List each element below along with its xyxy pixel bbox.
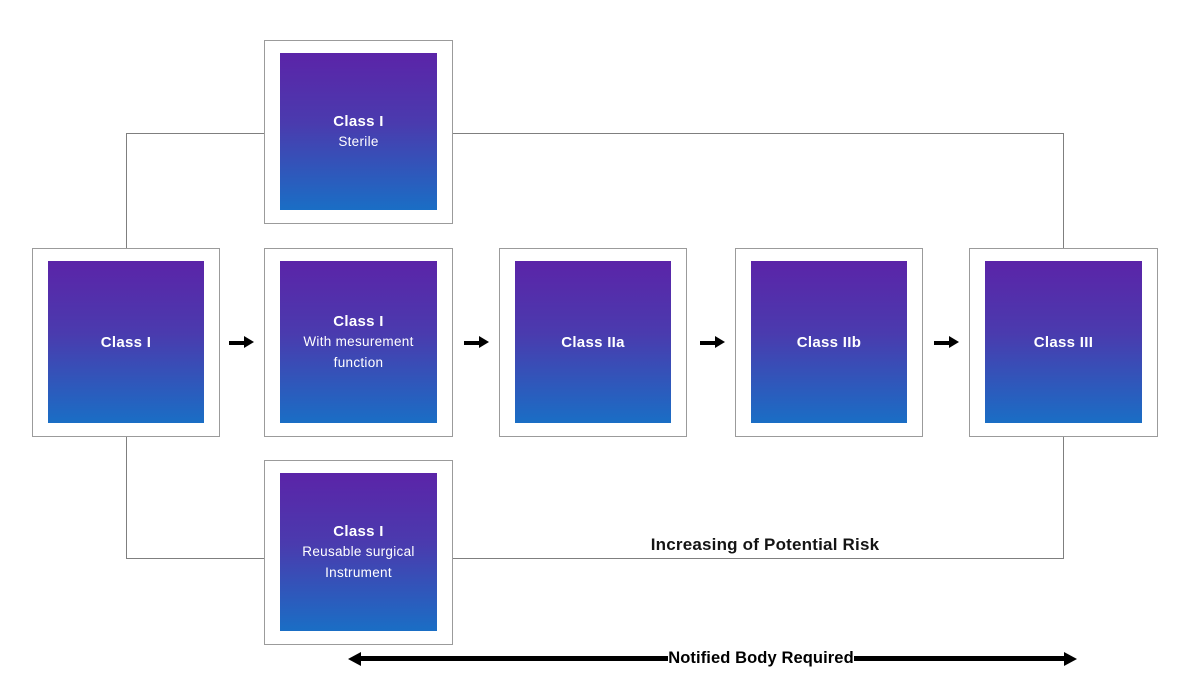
box-class1-sterile-fill: Class I Sterile: [280, 53, 437, 210]
left-arrow-head-icon: [348, 651, 361, 666]
connector-top-vertical-left: [126, 133, 127, 249]
box-subtitle: Sterile: [338, 133, 379, 149]
arrow-shaft: [229, 341, 245, 345]
notified-body-label: Notified Body Required: [668, 649, 854, 667]
box-class3: Class III: [969, 248, 1158, 437]
right-arrow-icon: [934, 336, 959, 349]
box-title: Class IIb: [796, 333, 862, 351]
box-class1-reusable: Class I Reusable surgical Instrument: [264, 460, 453, 645]
box-title: Class I: [333, 313, 384, 331]
box-class1-measurement: Class I With mesurement function: [264, 248, 453, 437]
arrow-head: [244, 336, 254, 348]
box-class1-sterile: Class I Sterile: [264, 40, 453, 224]
box-class2b-fill: Class IIb: [751, 261, 907, 423]
right-arrow-icon: [229, 336, 254, 349]
arrow-head: [479, 336, 489, 348]
box-class2b: Class IIb: [735, 248, 923, 437]
box-class3-fill: Class III: [985, 261, 1142, 423]
connector-bottom-vertical-right: [1063, 436, 1064, 559]
box-title: Class I: [333, 523, 384, 541]
box-class1: Class I: [32, 248, 220, 437]
right-arrow-icon: [700, 336, 725, 349]
arrow-bar-right: [854, 656, 1064, 661]
right-arrow-head-icon: [1064, 651, 1077, 666]
box-class1-reusable-fill: Class I Reusable surgical Instrument: [280, 473, 437, 631]
connector-top-vertical-right: [1063, 133, 1064, 249]
risk-label: Increasing of Potential Risk: [650, 535, 880, 554]
arrow-shaft: [934, 341, 950, 345]
right-arrow-icon: [464, 336, 489, 349]
box-subtitle: Reusable surgical Instrument: [302, 544, 415, 580]
box-title: Class I: [100, 333, 152, 351]
notified-body-span-arrow: Notified Body Required: [348, 648, 1077, 669]
connector-bottom-horizontal: [126, 558, 1064, 559]
arrow-head: [715, 336, 725, 348]
box-class2a: Class IIa: [499, 248, 687, 437]
box-title: Class IIa: [561, 333, 625, 351]
box-title: Class III: [1033, 333, 1094, 351]
box-class2a-fill: Class IIa: [515, 261, 671, 423]
box-subtitle: With mesurement function: [303, 334, 414, 370]
box-title: Class I: [333, 112, 384, 130]
arrow-shaft: [700, 341, 716, 345]
arrow-bar-left: [361, 656, 668, 661]
box-class1-measurement-fill: Class I With mesurement function: [280, 261, 437, 423]
connector-bottom-vertical-left: [126, 436, 127, 559]
arrow-head: [949, 336, 959, 348]
box-class1-fill: Class I: [48, 261, 204, 423]
arrow-shaft: [464, 341, 480, 345]
connector-top-horizontal: [126, 133, 1064, 134]
